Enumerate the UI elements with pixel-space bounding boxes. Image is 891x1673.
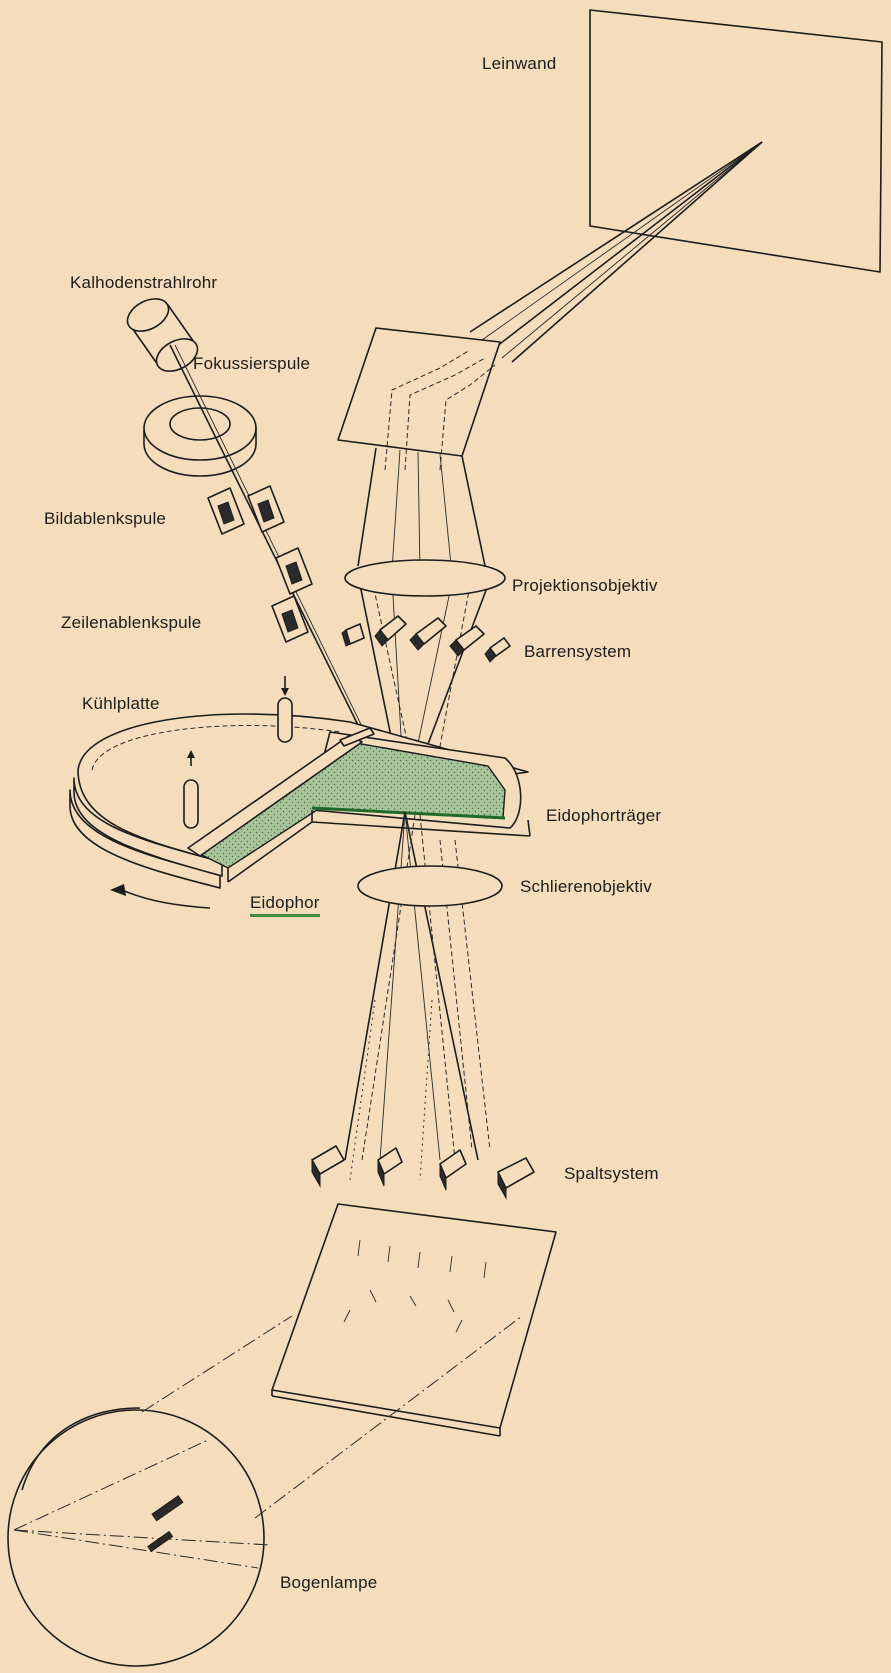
- label-spaltsystem: Spaltsystem: [564, 1164, 659, 1184]
- label-barrensystem: Barrensystem: [524, 642, 631, 662]
- label-kathodenstrahlrohr: Kalhodenstrahlrohr: [70, 273, 217, 293]
- label-bogenlampe: Bogenlampe: [280, 1573, 377, 1593]
- label-zeilenablenkspule: Zeilenablenkspule: [61, 613, 201, 633]
- label-schlierenobjektiv: Schlierenobjektiv: [520, 877, 652, 897]
- mirror-plate: [338, 328, 500, 456]
- label-fokussierspule: Fokussierspule: [193, 354, 310, 374]
- schlieren-lens: [358, 866, 502, 906]
- lower-plate: [272, 1204, 556, 1428]
- label-bildablenkspule: Bildablenkspule: [44, 509, 166, 529]
- label-eidophortraeger: Eidophorträger: [546, 806, 661, 826]
- projection-lens: [345, 560, 505, 596]
- label-leinwand: Leinwand: [482, 54, 556, 74]
- label-kuehlplatte: Kühlplatte: [82, 694, 160, 714]
- label-eidophor: Eidophor: [250, 893, 320, 917]
- label-projektionsobjektiv: Projektionsobjektiv: [512, 576, 658, 596]
